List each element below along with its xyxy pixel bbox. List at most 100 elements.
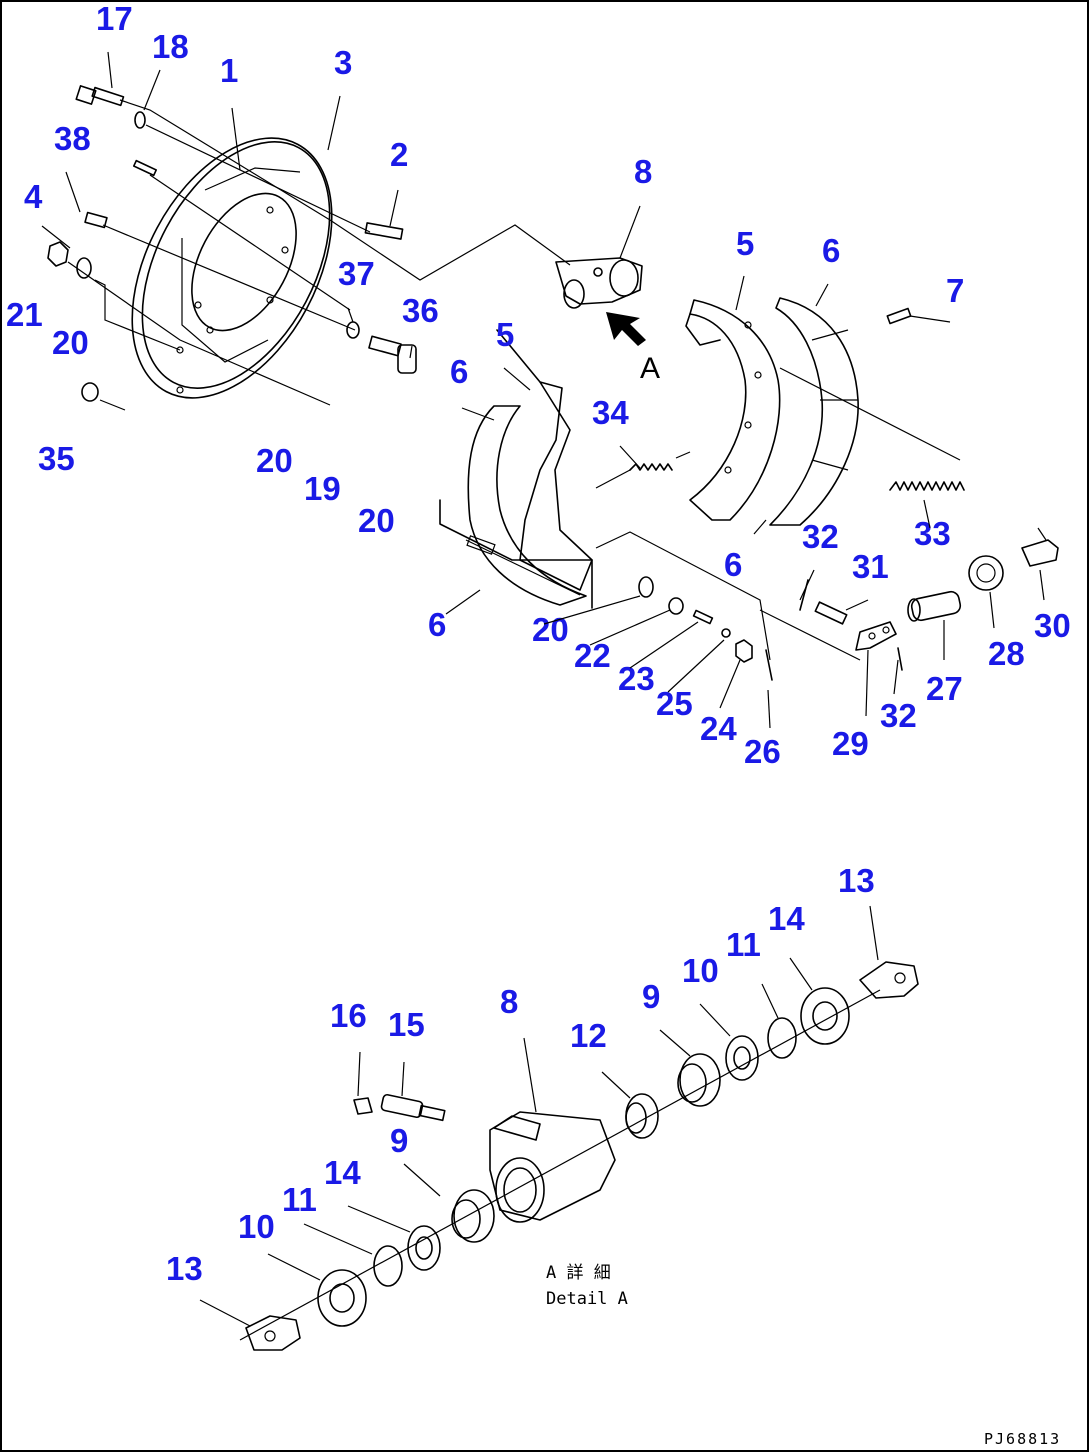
callout-27: 27: [926, 670, 963, 707]
bleeder-screw-15: [380, 1093, 446, 1122]
callout-leader-line: [719, 659, 741, 709]
callout-leader-line: [327, 95, 341, 151]
callout-2: 2: [390, 136, 408, 173]
callout-36: 36: [402, 292, 439, 329]
callout-leader-line: [735, 275, 745, 311]
callout-7: 7: [946, 272, 964, 309]
callout-leader-line: [989, 591, 995, 629]
adjuster-31: [814, 601, 848, 625]
callout-leader-line: [41, 225, 71, 249]
callout-leader-line: [543, 595, 641, 625]
callout-leader-line: [1039, 569, 1045, 601]
callout-leader-line: [619, 445, 641, 469]
view-arrow-a: A: [606, 312, 660, 385]
callout-11: 11: [282, 1181, 317, 1218]
cotter-pin-26: [765, 649, 773, 681]
callout-leader-line: [815, 283, 829, 307]
cotter-pin-32b: [897, 647, 903, 671]
callout-leader-line: [619, 205, 641, 259]
callout-leader-line: [65, 171, 81, 213]
callout-19: 19: [304, 470, 341, 507]
brake-lining-6-left: [439, 405, 593, 609]
callout-leader-line: [199, 1299, 251, 1327]
callout-leader-line: [523, 1037, 537, 1113]
callout-14: 14: [768, 900, 805, 937]
callout-leader-line: [699, 1003, 731, 1037]
callout-leader-line: [845, 599, 869, 611]
callout-29: 29: [832, 725, 869, 762]
wheel-cylinder-assembly: [555, 257, 643, 309]
callout-leader-line: [923, 499, 931, 529]
callout-33: 33: [914, 515, 951, 552]
adjuster-screw-27: [907, 590, 962, 622]
callout-leader-line: [231, 107, 241, 171]
callout-leader-line: [909, 315, 951, 323]
callout-leader-line: [659, 1029, 691, 1057]
leader-lines-adjuster: [595, 531, 861, 661]
callout-32: 32: [880, 697, 917, 734]
piston-9-left: [451, 1189, 495, 1243]
pin-38: [132, 159, 158, 177]
callout-32: 32: [802, 518, 839, 555]
callout-leader-line: [303, 1223, 373, 1255]
washer-22: [668, 597, 684, 615]
callout-13: 13: [838, 862, 875, 899]
adjuster-wheel-28: [968, 555, 1004, 591]
callout-3: 3: [334, 44, 352, 81]
callout-12: 12: [570, 1017, 607, 1054]
callout-13: 13: [166, 1250, 203, 1287]
bolt-36: [368, 335, 417, 374]
link-13-right: [859, 961, 919, 999]
callout-28: 28: [988, 635, 1025, 672]
backing-plate: [131, 137, 333, 399]
callout-17: 17: [96, 0, 133, 37]
cup-10-right: [725, 1035, 759, 1081]
callout-leader-line: [667, 639, 725, 693]
cup-10-left: [407, 1225, 441, 1271]
callout-26: 26: [744, 733, 781, 770]
callout-16: 16: [330, 997, 367, 1034]
callout-leader-line: [799, 569, 815, 601]
callout-15: 15: [388, 1006, 425, 1043]
lever-29: [855, 621, 897, 651]
callout-6: 6: [822, 232, 840, 269]
bolt-4: [84, 211, 108, 229]
spring-34: [595, 451, 691, 489]
nut-24: [735, 639, 753, 663]
callout-4: 4: [24, 178, 43, 215]
callout-leader-line: [267, 1253, 321, 1281]
callout-leader-line: [409, 345, 413, 359]
callout-1: 1: [220, 52, 238, 89]
callout-leader-line: [347, 1205, 411, 1233]
washer-20d: [638, 576, 654, 598]
callout-leader-line: [445, 589, 481, 615]
callout-leader-line: [789, 957, 813, 991]
brake-lining-6-right: [769, 297, 859, 526]
callout-6: 6: [428, 606, 446, 643]
callout-leader-line: [865, 649, 869, 717]
callout-30: 30: [1034, 607, 1071, 644]
ring-11-left: [373, 1245, 403, 1287]
callout-20: 20: [52, 324, 89, 361]
callout-21: 21: [6, 296, 43, 333]
callout-25: 25: [656, 685, 693, 722]
bleeder-cap-16: [353, 1097, 373, 1115]
dust-cover-14-left: [317, 1269, 367, 1327]
callout-23: 23: [618, 660, 655, 697]
ring-11-right: [767, 1017, 797, 1059]
callout-35: 35: [38, 440, 75, 477]
callout-leader-line: [143, 69, 161, 111]
link-13-left: [245, 1315, 301, 1351]
callout-6: 6: [450, 353, 468, 390]
callout-leader-line: [461, 407, 495, 421]
callout-leader-line: [753, 519, 767, 535]
cylinder-body-8: [489, 1111, 616, 1223]
callout-leader-line: [107, 51, 113, 89]
callout-9: 9: [390, 1122, 408, 1159]
callout-20: 20: [532, 611, 569, 648]
detail-caption-en: Detail A: [546, 1289, 628, 1309]
dust-cover-14-right: [800, 987, 850, 1045]
callout-leader-line: [869, 905, 879, 961]
